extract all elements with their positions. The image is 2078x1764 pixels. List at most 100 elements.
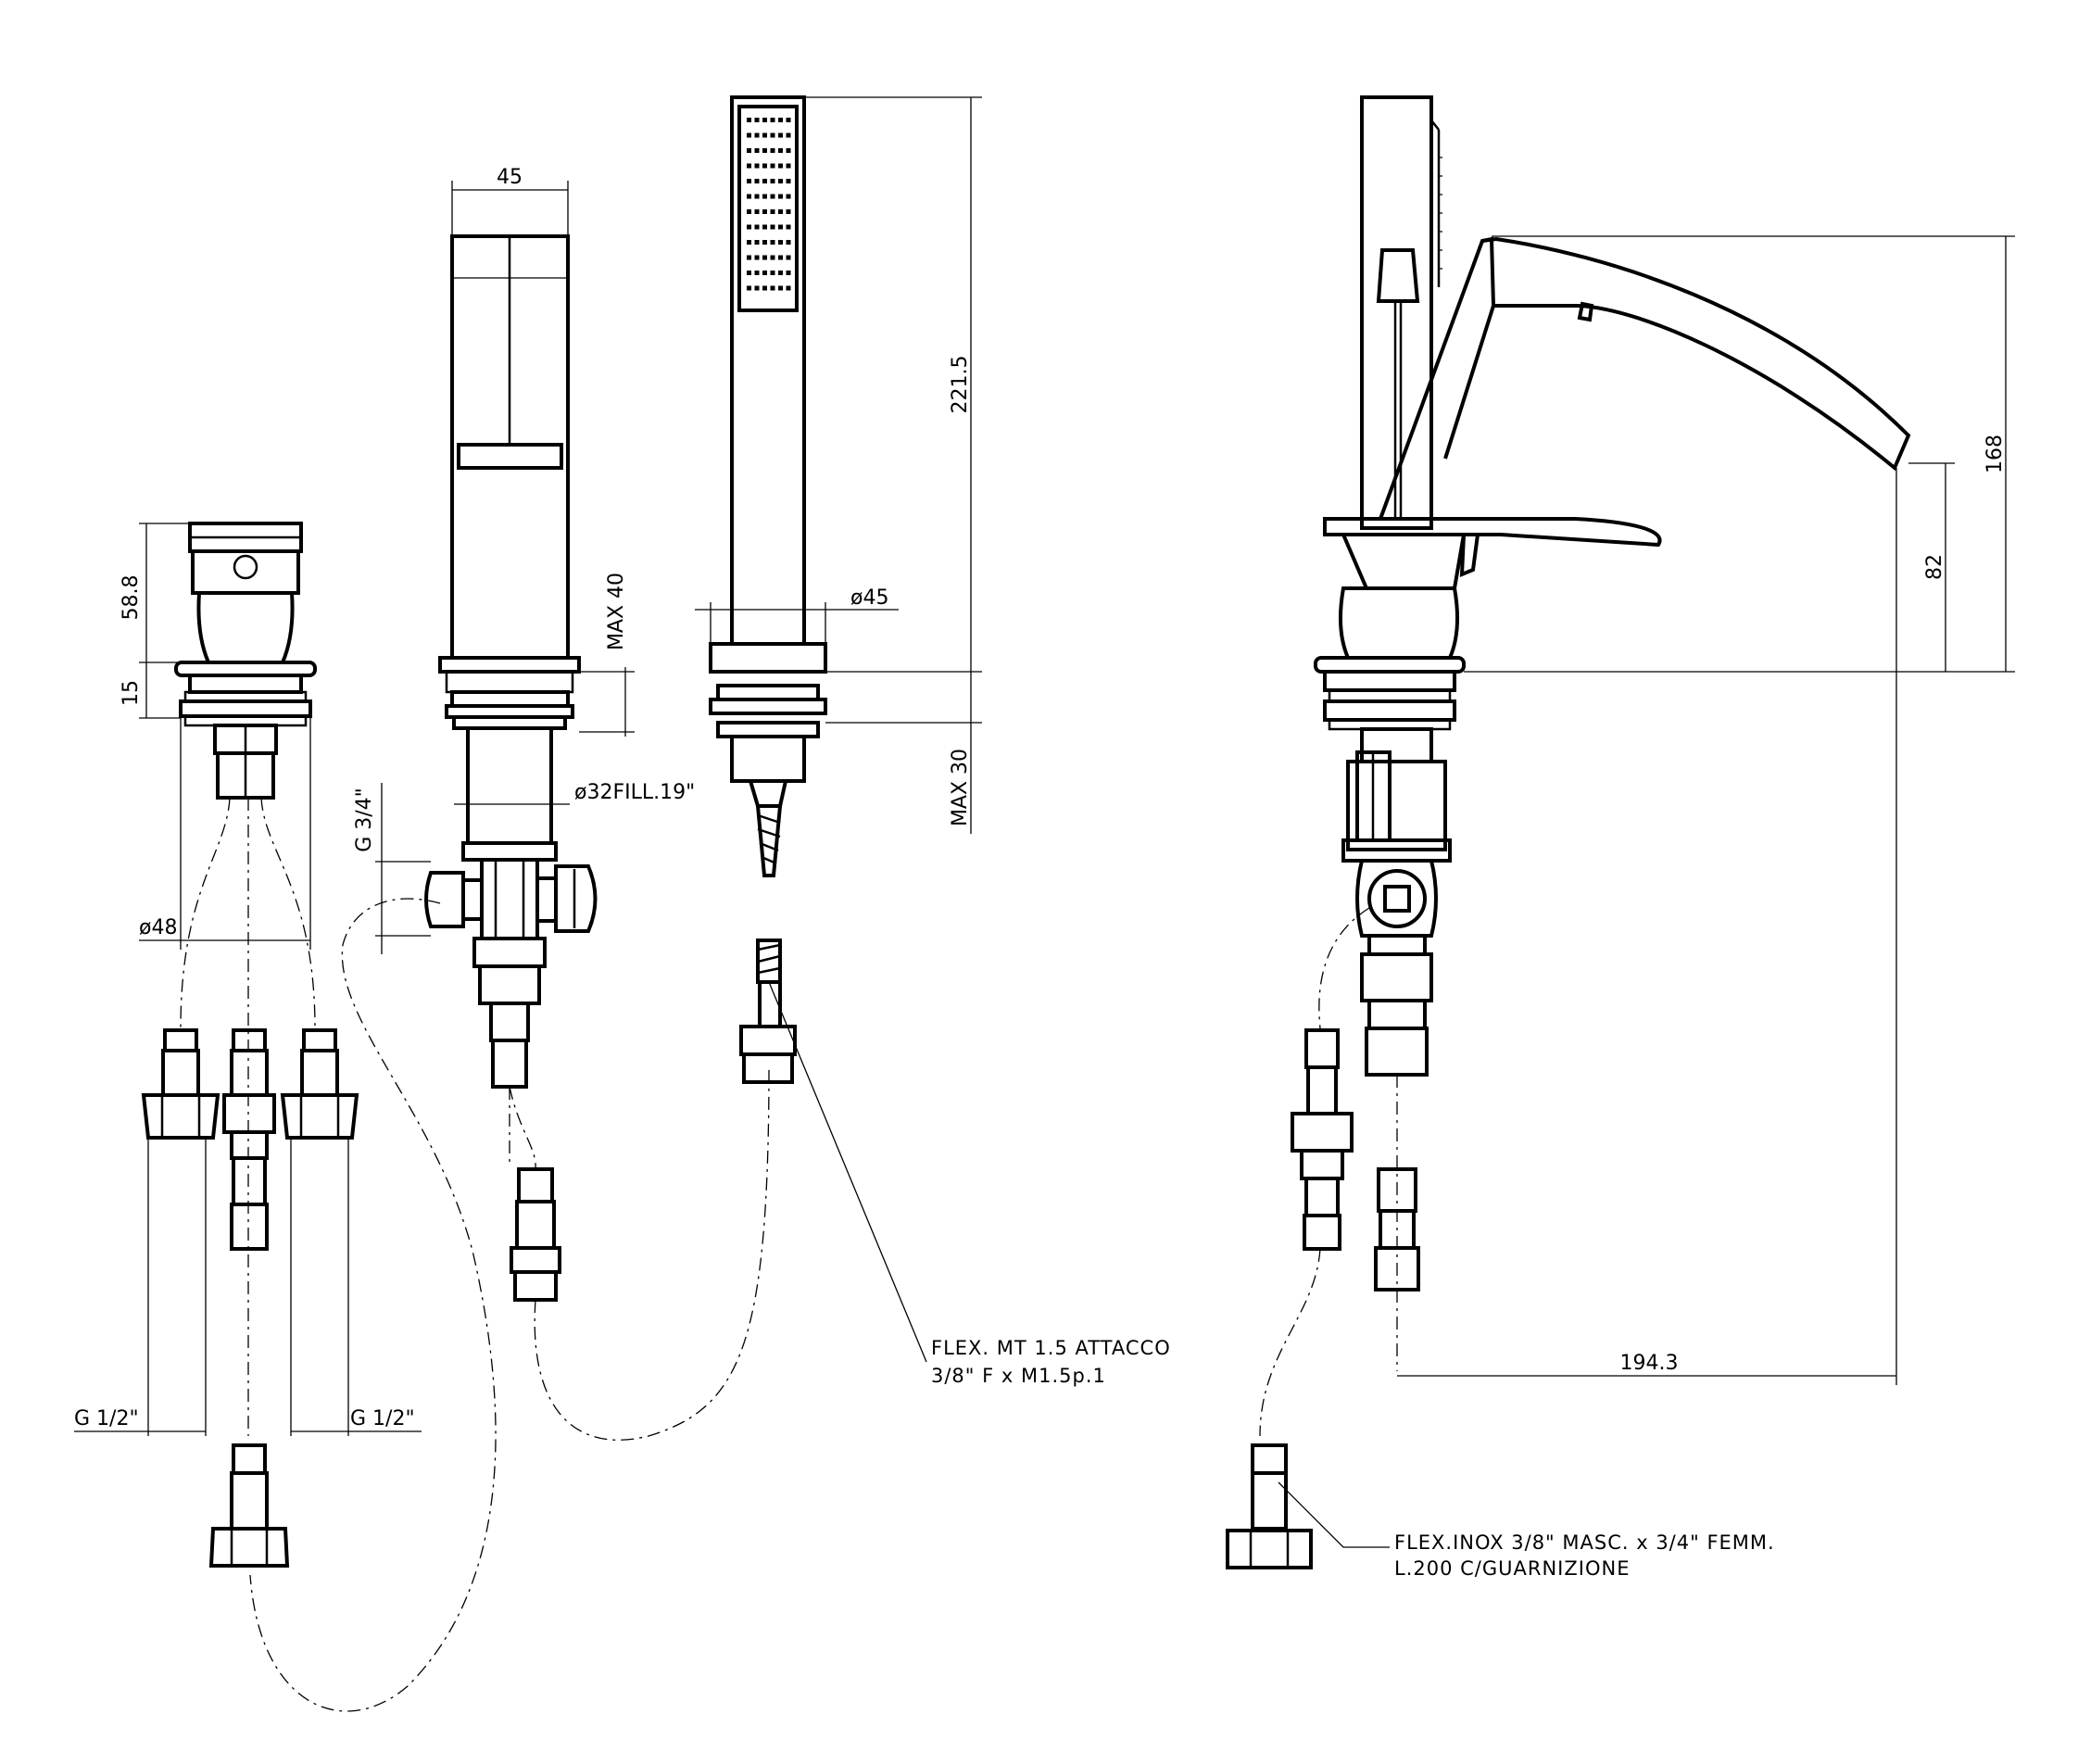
side-view-valve	[1355, 859, 1438, 1077]
shower-nozzle	[754, 132, 760, 138]
shower-nozzle	[754, 285, 760, 291]
shower-nozzle	[754, 224, 760, 230]
shower-nozzle	[786, 209, 791, 214]
shower-flex-fitting	[739, 939, 927, 1363]
shower-nozzle	[770, 194, 775, 199]
shower-nozzle	[770, 163, 775, 169]
shower-nozzle	[754, 271, 760, 275]
dim-221-5-label: 221.5	[949, 356, 972, 414]
shower-nozzle	[770, 285, 775, 291]
shower-nozzle	[786, 285, 791, 291]
shower-nozzle	[754, 179, 760, 183]
shower-nozzle	[770, 224, 775, 230]
shower-nozzle	[754, 163, 760, 169]
shower-nozzle	[754, 240, 760, 245]
shower-nozzle	[786, 194, 791, 199]
shower-nozzle	[770, 132, 775, 138]
shower-nozzle	[770, 148, 775, 153]
shower-nozzle	[762, 118, 767, 122]
dim-168-label: 168	[1984, 435, 2007, 473]
shower-nozzle	[786, 118, 791, 122]
note-flex-mt-line1: FLEX. MT 1.5 ATTACCO	[931, 1337, 1171, 1359]
note-flex-inox-line2: L.200 C/GUARNIZIONE	[1394, 1557, 1630, 1580]
shower-nozzle	[747, 194, 751, 199]
shower-nozzle	[786, 271, 791, 275]
shower-nozzle-grid	[747, 118, 791, 291]
dimension-max-40: MAX 40	[579, 573, 635, 737]
shower-nozzle	[778, 148, 783, 153]
shower-nozzle	[778, 255, 783, 260]
shower-nozzle	[747, 209, 751, 214]
dimension-diameter-45: ø45	[695, 586, 899, 644]
shower-nozzle	[747, 118, 751, 122]
note-flex-mt-line2: 3/8" F x M1.5p.1	[931, 1365, 1106, 1387]
shower-nozzle	[778, 285, 783, 291]
shower-nozzle	[778, 163, 783, 169]
dimension-g-half-left: G 1/2"	[74, 1138, 207, 1436]
dim-g-half-left-label: G 1/2"	[74, 1407, 139, 1430]
dimension-g-half-right: G 1/2"	[290, 1138, 422, 1436]
shower-nozzle	[786, 179, 791, 183]
connector-fitting-left	[141, 1028, 220, 1140]
shower-nozzle	[786, 240, 791, 245]
dim-82-label: 82	[1923, 554, 1946, 580]
shower-nozzle	[747, 163, 751, 169]
dim-15-label: 15	[120, 680, 143, 706]
shower-nozzle	[778, 118, 783, 122]
shower-nozzle	[762, 132, 767, 138]
dim-g-half-right-label: G 1/2"	[350, 1407, 415, 1430]
dimension-221-5: 221.5	[804, 96, 982, 673]
shower-nozzle	[762, 209, 767, 214]
shower-nozzle	[762, 194, 767, 199]
hand-shower	[709, 95, 827, 877]
shower-nozzle	[762, 163, 767, 169]
flex-hose-fitting-center	[510, 1167, 561, 1302]
shower-nozzle	[747, 132, 751, 138]
shower-nozzle	[754, 209, 760, 214]
side-view-spout	[1379, 236, 1911, 520]
shower-nozzle	[754, 148, 760, 153]
connector-fitting-center	[222, 1028, 276, 1251]
dimension-194-3: 194.3	[1397, 468, 1897, 1385]
shower-nozzle	[786, 224, 791, 230]
side-view-fitting-left	[1291, 1028, 1354, 1251]
side-view-fitting-right	[1374, 1167, 1420, 1292]
shower-nozzle	[747, 179, 751, 183]
shower-nozzle	[754, 255, 760, 260]
side-view-flex-bottom	[1226, 1443, 1313, 1569]
shower-nozzle	[786, 163, 791, 169]
shower-nozzle	[762, 271, 767, 275]
shower-nozzle	[747, 240, 751, 245]
cross-valve-fitting	[424, 858, 598, 1089]
connector-fitting-right	[280, 1028, 359, 1140]
shower-nozzle	[770, 118, 775, 122]
shower-nozzle	[770, 209, 775, 214]
shower-nozzle	[762, 148, 767, 153]
shower-nozzle	[770, 179, 775, 183]
dimension-max-30: MAX 30	[825, 672, 982, 834]
dim-max-30-label: MAX 30	[949, 749, 972, 826]
dimension-diameter-32: ø32FILL.19"	[454, 781, 695, 805]
shower-nozzle	[786, 132, 791, 138]
shower-nozzle	[778, 132, 783, 138]
shower-nozzle	[754, 118, 760, 122]
shower-nozzle	[770, 255, 775, 260]
shower-nozzle	[747, 255, 751, 260]
shower-nozzle	[747, 224, 751, 230]
dimension-diameter-48: ø48	[139, 718, 311, 950]
dim-g-three-quarter-label: G 3/4"	[353, 788, 376, 852]
note-flex-mt: FLEX. MT 1.5 ATTACCO 3/8" F x M1.5p.1	[931, 1337, 1171, 1387]
shower-nozzle	[747, 285, 751, 291]
dimension-45: 45	[451, 166, 569, 236]
column-body	[438, 234, 581, 862]
shower-nozzle	[770, 271, 775, 275]
dim-diameter-45-label: ø45	[850, 586, 888, 610]
side-view-base	[1314, 586, 1466, 863]
shower-nozzle	[747, 148, 751, 153]
shower-nozzle	[778, 224, 783, 230]
shower-nozzle	[786, 148, 791, 153]
shower-nozzle	[762, 255, 767, 260]
dim-diameter-48-label: ø48	[139, 916, 177, 939]
note-flex-inox-line1: FLEX.INOX 3/8" MASC. x 3/4" FEMM.	[1394, 1531, 1775, 1554]
shower-nozzle	[778, 209, 783, 214]
